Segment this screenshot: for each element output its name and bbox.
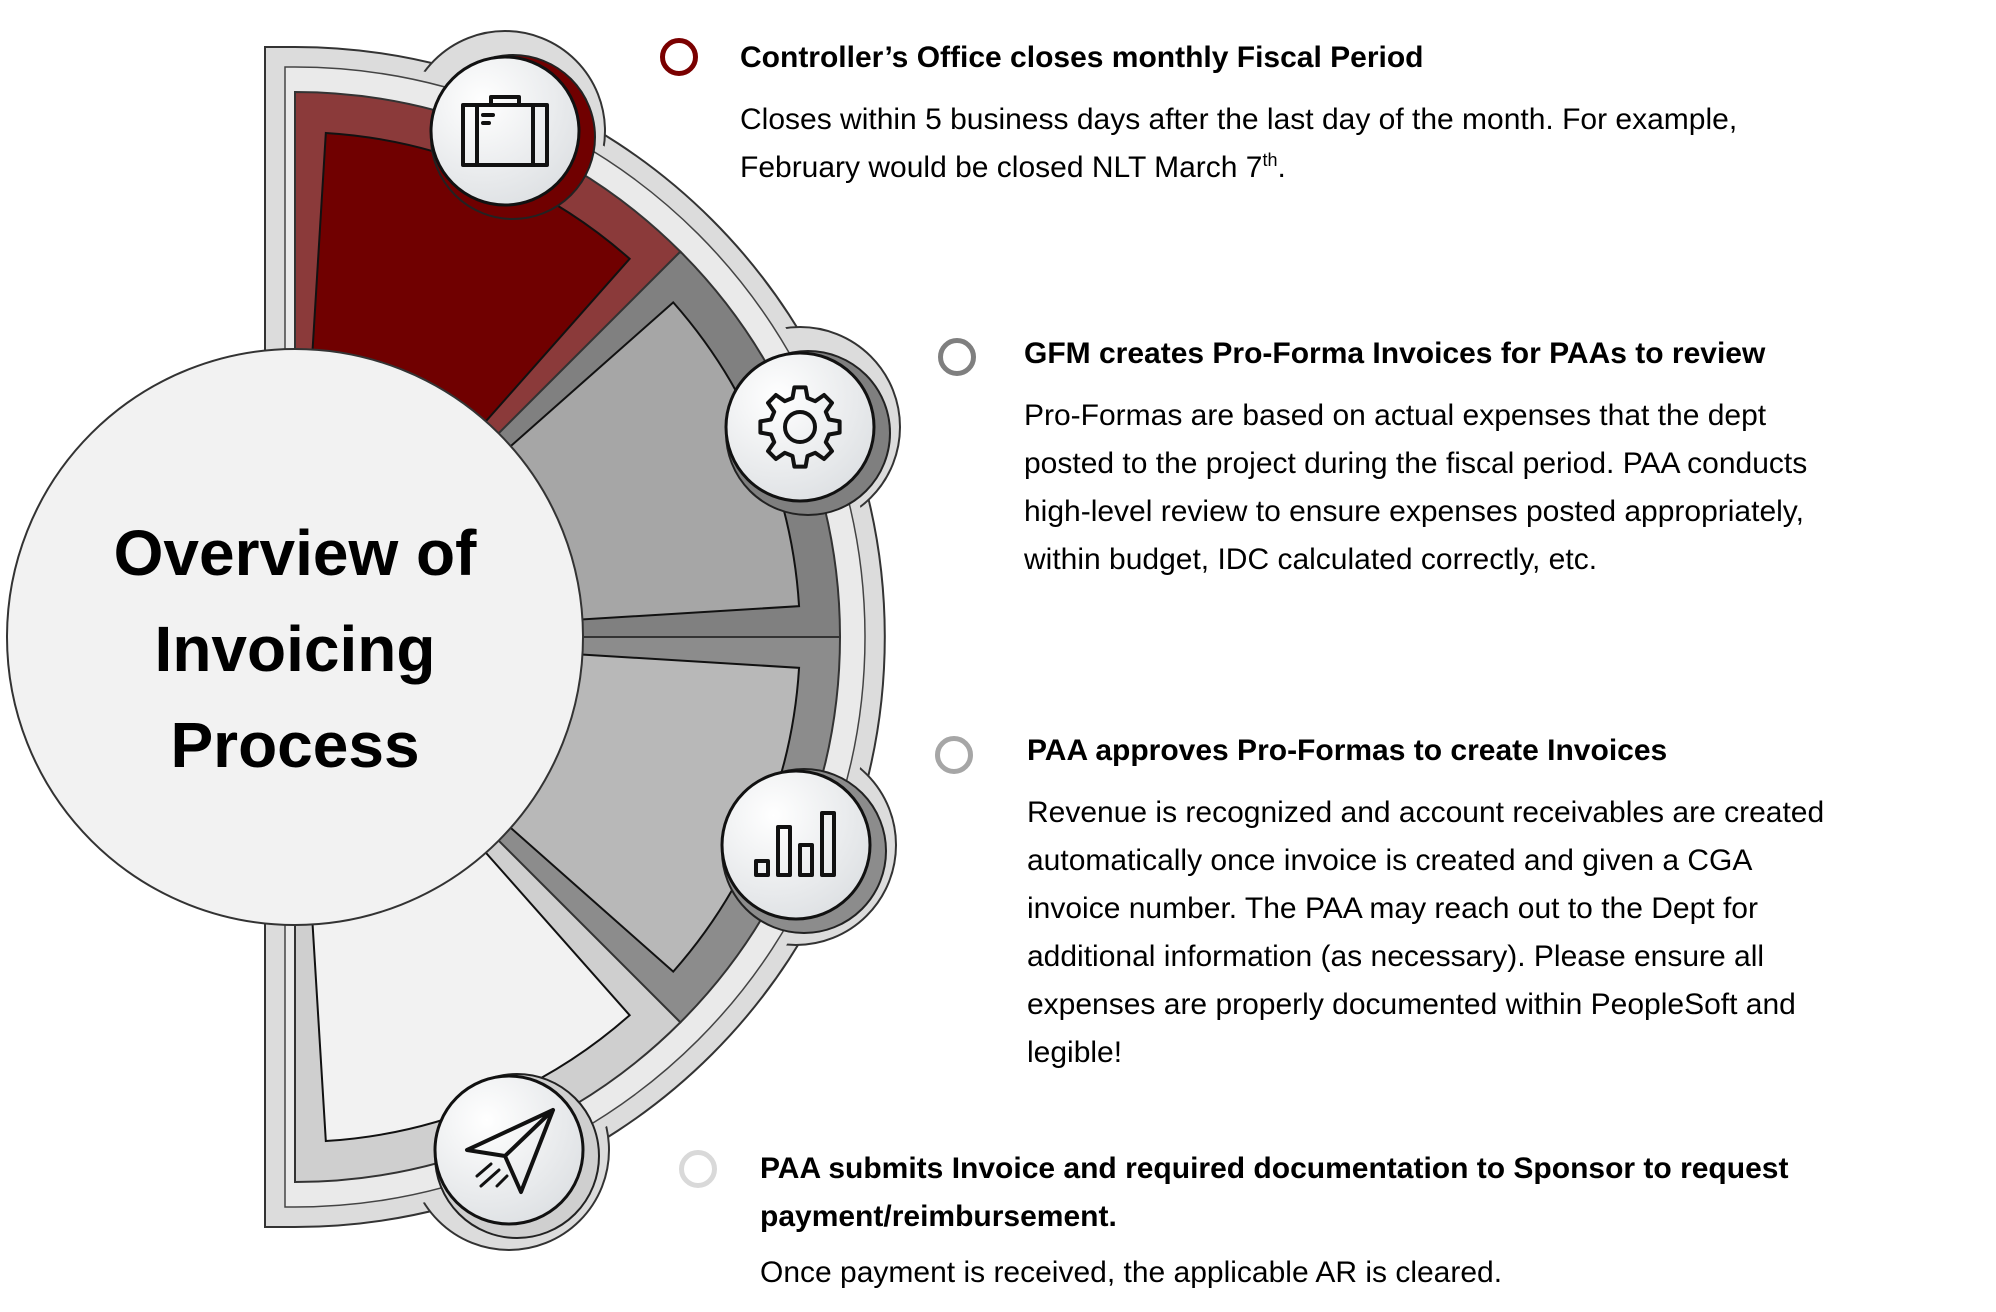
step-3-marker: [935, 736, 973, 774]
briefcase-badge: [429, 54, 596, 220]
badge-circle: [429, 55, 581, 207]
step-3: PAA approves Pro-Formas to create Invoic…: [1027, 727, 1824, 1077]
step-description: Closes within 5 business days after the …: [740, 103, 1738, 184]
gear-badge: [724, 350, 891, 516]
bar-chart-icon: [754, 811, 836, 877]
step-2-marker: [938, 338, 976, 376]
step-1: Controller’s Office closes monthly Fisca…: [740, 34, 1737, 192]
badge-circle: [720, 769, 872, 921]
step-2: GFM creates Pro-Forma Invoices for PAAs …: [1024, 330, 1807, 584]
step-title: GFM creates Pro-Forma Invoices for PAAs …: [1024, 337, 1766, 370]
step-title: PAA submits Invoice and required documen…: [760, 1152, 1789, 1233]
step-4: PAA submits Invoice and required documen…: [760, 1145, 1788, 1297]
step-description: Once payment is received, the applicable…: [760, 1256, 1503, 1289]
step-1-marker: [660, 38, 698, 76]
bar-chart-badge: [720, 768, 887, 934]
paper-plane-badge: [433, 1073, 600, 1239]
center-circle: [6, 348, 584, 926]
step-title: Controller’s Office closes monthly Fisca…: [740, 41, 1424, 74]
step-description: Pro-Formas are based on actual expenses …: [1024, 399, 1808, 576]
badge-circle: [724, 351, 876, 503]
step-title: PAA approves Pro-Formas to create Invoic…: [1027, 734, 1668, 767]
step-4-marker: [679, 1150, 717, 1188]
briefcase-icon: [461, 95, 549, 167]
diagram-title: Overview of Invoicing Process: [113, 517, 477, 781]
step-description: Revenue is recognized and account receiv…: [1027, 796, 1825, 1069]
paper-plane-icon: [465, 1108, 555, 1194]
gear-icon: [758, 385, 842, 469]
